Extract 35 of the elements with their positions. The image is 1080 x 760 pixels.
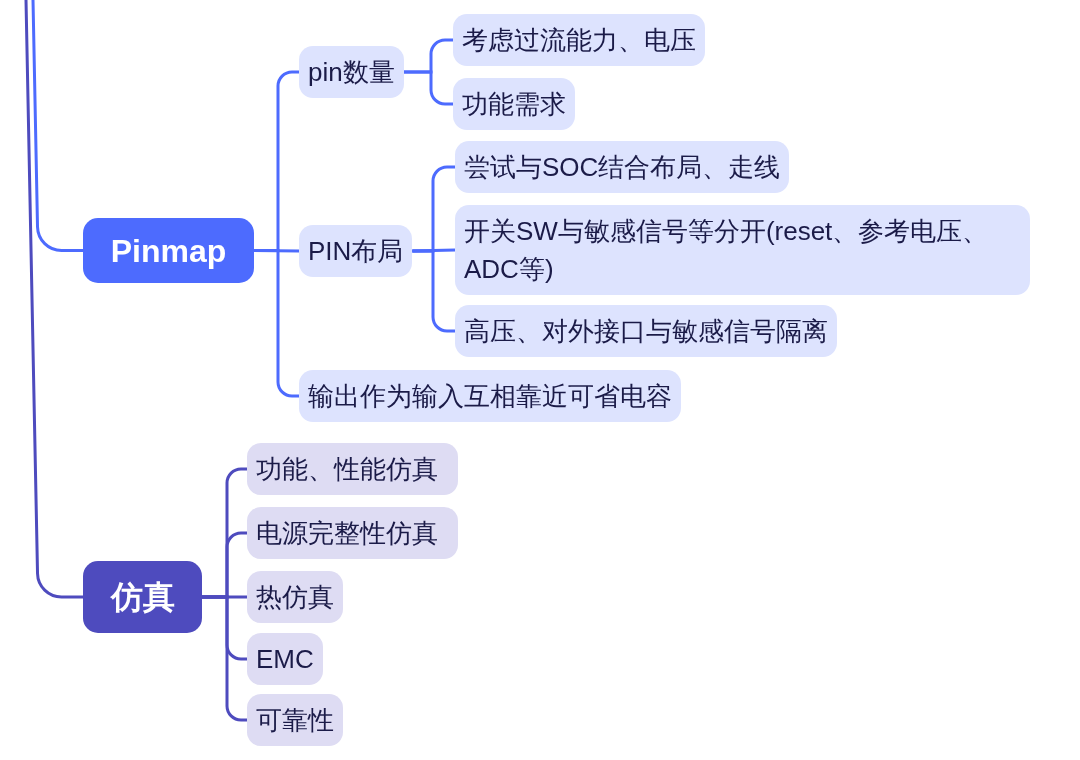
topic-text: EMC xyxy=(256,644,314,674)
topic-text: 功能需求 xyxy=(462,89,566,119)
topic-text: 考虑过流能力、电压 xyxy=(462,25,696,55)
subtopic-node xyxy=(247,694,343,746)
subtopic-node xyxy=(299,370,681,422)
branch-line xyxy=(24,0,83,599)
subtopic-node xyxy=(455,305,837,357)
subtopic-node xyxy=(453,14,705,66)
topic-text: 高压、对外接口与敏感信号隔离 xyxy=(464,316,828,346)
branch-line xyxy=(31,0,83,252)
topic-text: 功能、性能仿真 xyxy=(256,454,438,484)
topic-text: Pinmap xyxy=(110,231,227,270)
topic-text: 输出作为输入互相靠近可省电容 xyxy=(308,381,672,411)
topic-text: PIN布局 xyxy=(308,236,404,266)
branch-line xyxy=(403,70,453,106)
branch-line xyxy=(412,249,455,333)
subtopic-node xyxy=(455,141,790,193)
subtopic-node xyxy=(247,507,458,559)
topic-text: pin数量 xyxy=(308,57,395,87)
topic-text: 电源完整性仿真 xyxy=(256,518,438,548)
subtopic-node xyxy=(247,633,323,685)
topic-text: 尝试与SOC结合布局、走线 xyxy=(464,152,781,182)
subtopic-node xyxy=(247,443,458,495)
main-topic-node xyxy=(83,561,202,633)
topic-text: 仿真 xyxy=(110,578,175,616)
subtopic-node xyxy=(299,46,404,98)
subtopic-node xyxy=(455,205,1030,295)
subtopic-node xyxy=(453,78,575,130)
subtopic-node xyxy=(247,571,343,623)
branch-line xyxy=(412,248,456,253)
topic-text: 可靠性 xyxy=(256,705,334,735)
topic-text: 热仿真 xyxy=(256,582,334,612)
topic-text: 开关SW与敏感信号等分开(reset、参考电压、ADC等) xyxy=(464,216,989,284)
main-topic-node xyxy=(83,218,254,283)
subtopic-node xyxy=(299,225,413,277)
